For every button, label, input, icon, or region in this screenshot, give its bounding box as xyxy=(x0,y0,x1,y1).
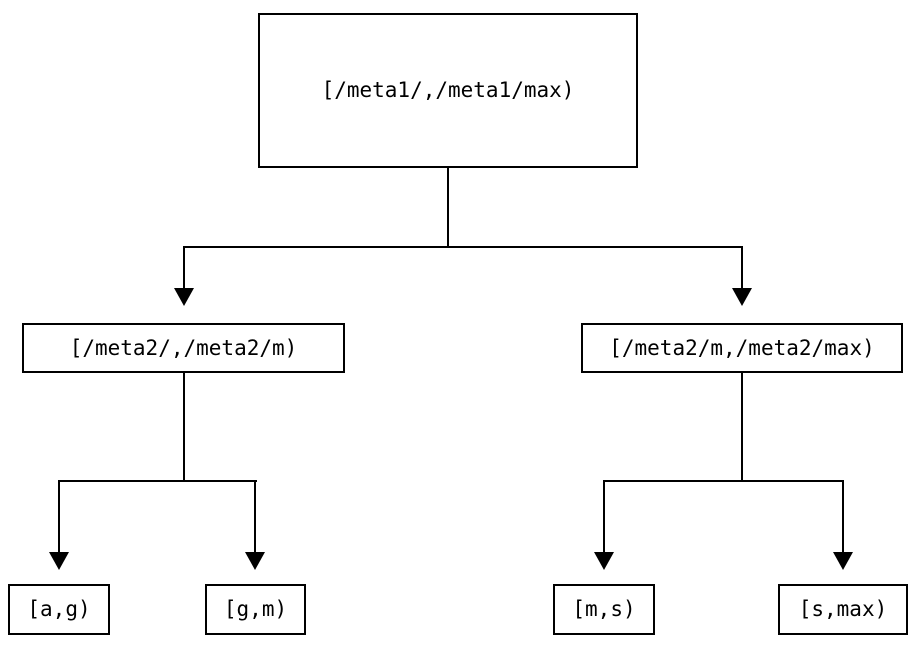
arrow-down-icon xyxy=(245,552,265,570)
tree-node-leaf-smax: [s,max) xyxy=(778,584,908,635)
tree-node-leaf-ag: [a,g) xyxy=(8,584,110,635)
arrow-down-icon xyxy=(174,288,194,306)
arrow-down-icon xyxy=(594,552,614,570)
edge-meta2-high-to-leaf-smax xyxy=(842,480,844,552)
tree-node-leaf-ag-label: [a,g) xyxy=(27,597,91,621)
edge-root-stem xyxy=(447,168,449,248)
edge-root-to-meta2-low xyxy=(183,246,185,288)
tree-node-leaf-gm: [g,m) xyxy=(205,584,306,635)
tree-node-meta2-high-label: [/meta2/m,/meta2/max) xyxy=(609,335,875,360)
edge-root-to-meta2-high xyxy=(741,246,743,288)
edge-meta2-low-stem xyxy=(183,373,185,482)
arrow-down-icon xyxy=(732,288,752,306)
edge-meta2-high-stem xyxy=(741,373,743,482)
tree-node-leaf-ms-label: [m,s) xyxy=(572,597,636,621)
tree-node-leaf-smax-label: [s,max) xyxy=(798,597,888,621)
edge-root-crossbar xyxy=(183,246,743,248)
tree-node-meta2-low: [/meta2/,/meta2/m) xyxy=(22,323,345,373)
tree-node-root-label: [/meta1/,/meta1/max) xyxy=(321,78,575,102)
edge-meta2-low-to-leaf-gm xyxy=(254,480,256,552)
edge-meta2-low-crossbar xyxy=(58,480,257,482)
arrow-down-icon xyxy=(833,552,853,570)
tree-node-root: [/meta1/,/meta1/max) xyxy=(258,13,638,168)
edge-meta2-high-crossbar xyxy=(603,480,844,482)
tree-node-leaf-gm-label: [g,m) xyxy=(223,597,288,621)
tree-node-leaf-ms: [m,s) xyxy=(553,584,655,635)
edge-meta2-low-to-leaf-ag xyxy=(58,480,60,552)
tree-node-meta2-low-label: [/meta2/,/meta2/m) xyxy=(69,335,298,360)
edge-meta2-high-to-leaf-ms xyxy=(603,480,605,552)
arrow-down-icon xyxy=(49,552,69,570)
tree-node-meta2-high: [/meta2/m,/meta2/max) xyxy=(581,323,903,373)
